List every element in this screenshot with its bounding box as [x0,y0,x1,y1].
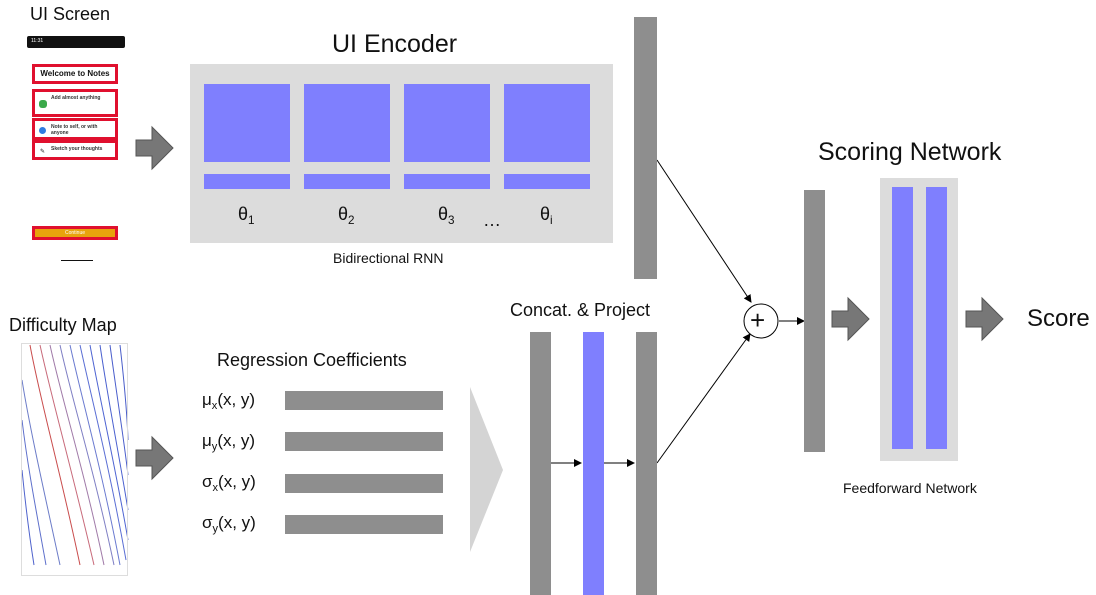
phone-item-1: Add almost anything [32,89,118,117]
theta-1-sub: 1 [248,214,255,228]
rnn-input-4 [504,174,590,189]
coef-mu-y-base: μ [202,431,212,450]
funnel-triangle [470,387,503,552]
pencil-icon: ✎ [40,149,46,155]
rnn-cell-3 [404,84,490,162]
coef-mu-x-base: μ [202,390,212,409]
coef-bar-mu-y [285,432,443,451]
block-arrow-scoring-in [831,296,870,342]
coef-sigma-y: σy(x, y) [202,513,256,535]
theta-i-sub: i [550,214,553,228]
regression-coefficients-label: Regression Coefficients [217,350,407,370]
rnn-cell-4 [504,84,590,162]
projection-bar [583,332,604,595]
ui-encoder-title: UI Encoder [332,30,458,58]
theta-3-sub: 3 [448,214,455,228]
rnn-input-3 [404,174,490,189]
theta-i: θi [540,204,553,228]
block-arrow-difficulty-map [135,435,174,481]
coef-sigma-y-base: σ [202,513,213,532]
theta-2: θ2 [338,204,355,228]
bidirectional-rnn-label: Bidirectional RNN [333,250,444,266]
phone-continue-button: Continue [32,226,118,240]
score-label: Score [1027,305,1090,332]
coef-sigma-x-args: (x, y) [218,472,256,491]
block-arrow-score-out [965,296,1004,342]
phone-status-time: 11:31 [31,38,44,44]
coef-mu-x: μx(x, y) [202,390,256,412]
phone-item-3: ✎ Sketch your thoughts [32,140,118,160]
scoring-network-title: Scoring Network [818,138,1002,166]
theta-3-base: θ [438,204,449,224]
phone-home-indicator [61,260,93,261]
rnn-cell-1 [204,84,290,162]
coef-bar-mu-x [285,391,443,410]
concat-input-bar [530,332,551,595]
feedforward-network-label: Feedforward Network [843,480,977,496]
coef-bar-sigma-y [285,515,443,534]
fused-feature-bar [804,190,825,452]
phone-item-1-heading: Add almost anything [51,95,101,101]
coef-mu-y-sub: y [211,440,218,453]
concat-output-bar [636,332,657,595]
rnn-input-2 [304,174,390,189]
coef-sigma-x-sub: x [212,481,219,494]
phone-continue-label: Continue [64,230,85,236]
phone-title: Welcome to Notes [40,69,110,78]
plus-symbol: + [750,305,766,335]
phone-item-3-heading: Sketch your thoughts [51,146,103,152]
rnn-cell-2 [304,84,390,162]
sum-node [743,303,779,339]
theta-1-base: θ [238,204,249,224]
ffn-layer-2 [926,187,947,449]
theta-1: θ1 [238,204,255,228]
ui-screen-label: UI Screen [30,4,111,24]
coef-sigma-x-base: σ [202,472,213,491]
clover-icon [39,100,47,108]
theta-i-base: θ [540,204,551,224]
phone-status-bar: 11:31 [27,36,125,48]
coef-mu-x-args: (x, y) [217,390,256,409]
coef-sigma-x: σx(x, y) [202,472,256,494]
coef-mu-y: μy(x, y) [202,431,256,453]
difficulty-map-streamlines [21,344,129,566]
theta-2-sub: 2 [348,214,355,228]
phone-item-2-heading: Note to self, or with anyone [51,124,98,136]
difficulty-map-label: Difficulty Map [9,315,117,335]
coef-sigma-y-args: (x, y) [218,513,256,532]
coef-sigma-y-sub: y [212,522,219,535]
ui-screen-thumbnail: 11:31 Welcome to Notes Add almost anythi… [27,36,125,266]
theta-3: θ3 [438,204,455,228]
difficulty-map-frame [21,343,128,576]
coef-bar-sigma-x [285,474,443,493]
encoder-output-bar [634,17,657,279]
ellipsis: … [483,210,501,230]
rnn-input-1 [204,174,290,189]
coef-mu-y-args: (x, y) [217,431,256,450]
person-icon [39,127,46,134]
concat-project-label: Concat. & Project [510,300,651,320]
block-arrow-ui-screen [135,125,174,171]
phone-title-box: Welcome to Notes [32,64,118,84]
ffn-layer-1 [892,187,913,449]
theta-2-base: θ [338,204,349,224]
phone-item-2: Note to self, or with anyone [32,118,118,140]
coef-mu-x-sub: x [211,399,218,412]
